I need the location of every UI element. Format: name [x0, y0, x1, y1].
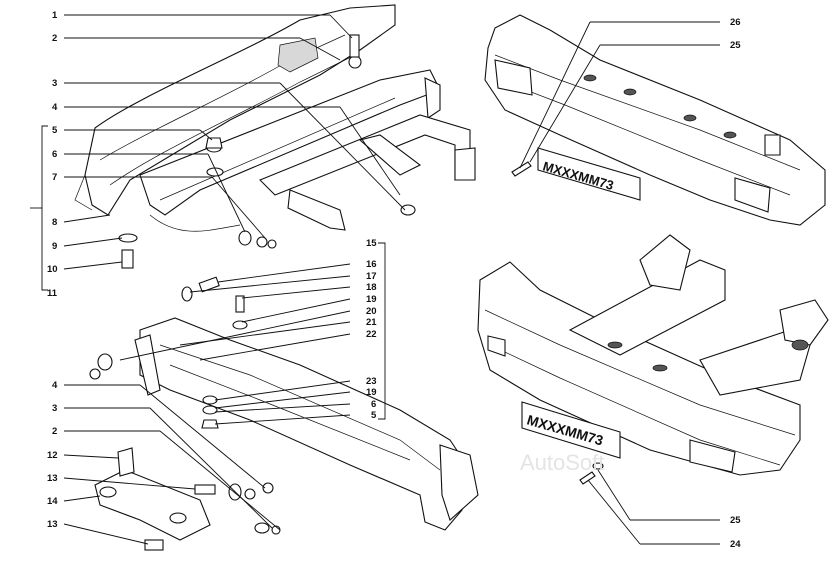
callout-23: 23 [366, 376, 377, 387]
callout-24: 24 [730, 539, 741, 550]
callout-4-bottom: 4 [52, 380, 58, 391]
callout-18: 18 [366, 282, 377, 293]
callout-6: 6 [52, 149, 57, 160]
front-bumper-assembled-view: MXXXMM73 AutoSoft [477, 234, 829, 485]
callout-10: 10 [47, 264, 58, 275]
callout-2: 2 [52, 33, 57, 44]
leader-lines [30, 14, 720, 545]
callout-22: 22 [366, 329, 377, 340]
callout-13-top: 13 [47, 473, 58, 484]
callout-14: 14 [47, 496, 58, 507]
callout-7: 7 [52, 172, 57, 183]
callout-5: 5 [52, 125, 58, 136]
callout-3: 3 [52, 78, 57, 89]
watermark: AutoSoft [520, 450, 604, 475]
callout-25-bottom: 25 [730, 515, 741, 526]
callout-12: 12 [47, 450, 58, 461]
callout-15: 15 [366, 238, 377, 249]
rear-bumper-exploded-view [89, 276, 479, 551]
callout-3-bottom: 3 [52, 403, 57, 414]
callout-11: 11 [47, 288, 58, 299]
rear-bumper-view: MXXXMM73 [484, 14, 826, 226]
callout-1: 1 [52, 10, 58, 21]
callout-5-bottom: 5 [371, 410, 377, 421]
license-plate-front [521, 401, 621, 459]
front-bumper-exploded-view [74, 4, 476, 269]
callout-6-bottom: 6 [371, 399, 376, 410]
callout-4: 4 [52, 102, 58, 113]
callout-8: 8 [52, 217, 57, 228]
callout-21: 21 [366, 317, 377, 328]
callout-25-top: 25 [730, 40, 741, 51]
callout-17: 17 [366, 271, 377, 282]
callout-16: 16 [366, 259, 377, 270]
callout-19-bottom: 19 [366, 387, 377, 398]
callout-2-bottom: 2 [52, 426, 57, 437]
callout-9: 9 [52, 241, 57, 252]
callout-20: 20 [366, 306, 377, 317]
callout-26: 26 [730, 17, 741, 28]
license-plate-rear [537, 147, 641, 201]
callout-labels: 1 2 3 4 5 6 7 8 9 10 11 26 25 15 16 17 1… [47, 10, 741, 550]
callout-13-bottom: 13 [47, 519, 58, 530]
callout-19-top: 19 [366, 294, 377, 305]
